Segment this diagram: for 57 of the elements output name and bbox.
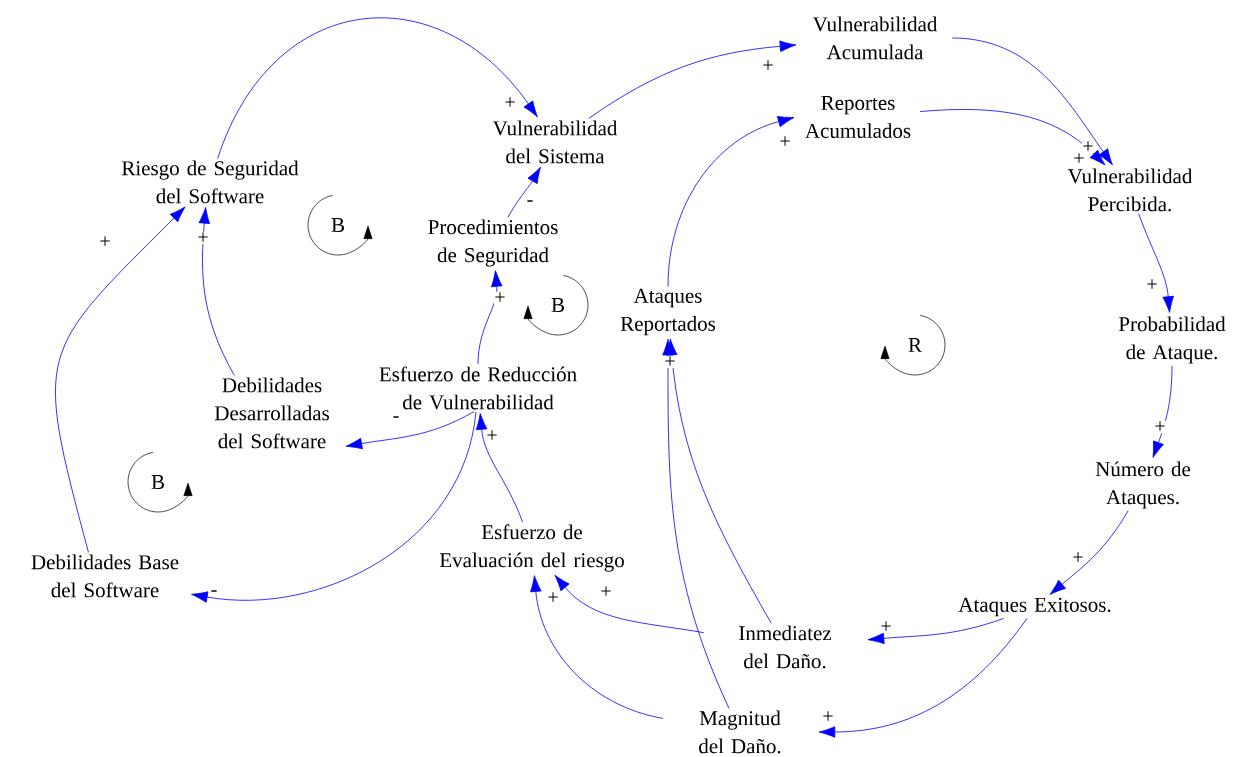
polarity-sign: + [493, 291, 507, 305]
polarity-sign: + [1081, 140, 1095, 154]
arrow [477, 270, 503, 365]
variable-label: Procedimientos de Seguridad [428, 219, 558, 267]
arrow [530, 575, 664, 719]
arrow [919, 109, 1106, 166]
polarity-sign: + [546, 591, 560, 605]
arrow [198, 207, 235, 376]
variable-label: Probabilidad de Ataque. [1118, 316, 1226, 364]
polarity-sign: + [879, 620, 893, 634]
polarity-sign: + [599, 585, 613, 599]
polarity-sign: + [761, 59, 775, 73]
arrow [217, 17, 538, 159]
arrow [507, 166, 541, 218]
polarity-sign: + [485, 429, 499, 443]
variable-label: Vulnerabilidad Acumulada [812, 16, 938, 60]
variable-label: Número de Ataques. [1095, 461, 1191, 509]
arrow [588, 40, 797, 119]
polarity-sign: + [1145, 278, 1159, 292]
variable-label: Riesgo de Seguridad del Software [121, 160, 299, 204]
arrow [475, 413, 523, 523]
polarity-sign: + [663, 355, 677, 369]
polarity-sign: + [503, 96, 517, 110]
arrow [867, 617, 1005, 645]
polarity-sign: + [1071, 551, 1085, 565]
arrow [818, 617, 1028, 738]
arrow [667, 115, 795, 287]
arrow [1138, 213, 1174, 313]
arrow [55, 206, 186, 553]
arrow [1049, 510, 1129, 595]
polarity-sign: + [1153, 420, 1167, 434]
arrow [345, 411, 475, 450]
arrow [662, 338, 730, 709]
polarity-sign: + [1072, 152, 1086, 166]
polarity-sign: - [526, 199, 534, 207]
variable-label: Debilidades Desarrolladas del Software [214, 377, 329, 449]
polarity-sign: + [98, 235, 112, 249]
arrow [951, 37, 1113, 166]
variable-label: Vulnerabilidad del Sistema [492, 120, 618, 164]
variable-label: Ataques Reportados [620, 288, 716, 336]
polarity-sign: - [392, 415, 400, 423]
arrow [554, 574, 705, 634]
variable-label: Esfuerzo de Reducción de Vulnerabilidad [379, 366, 577, 410]
variable-label: Magnitud del Daño. [699, 710, 781, 754]
arrow [1152, 365, 1173, 458]
variable-label: Ataques Exitosos. [958, 597, 1111, 617]
variable-label: Vulnerabilidad Percibida. [1067, 168, 1193, 212]
variable-label: Inmediatez del Daño. [739, 625, 832, 669]
polarity-sign: + [821, 710, 835, 724]
variable-label: Debilidades Base del Software [31, 554, 179, 598]
polarity-sign: - [210, 589, 218, 597]
arrow [666, 338, 772, 624]
variable-label: Esfuerzo de Evaluación del riesgo [439, 524, 624, 572]
polarity-sign: + [196, 231, 210, 245]
polarity-sign: + [778, 135, 792, 149]
arrow [191, 411, 477, 603]
variable-label: Reportes Acumulados [805, 96, 911, 138]
